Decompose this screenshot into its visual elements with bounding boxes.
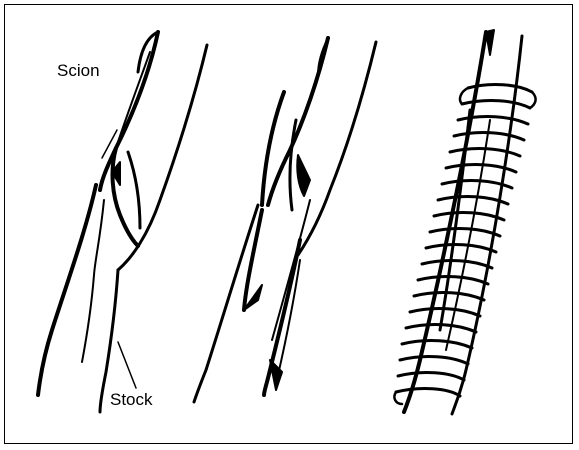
figure-joined-graft [194,38,376,402]
figure-cut-scion-and-stock [38,32,207,412]
figure-wrapped-graft [394,30,535,414]
scion-label: Scion [57,62,100,79]
stock-label: Stock [110,391,153,408]
